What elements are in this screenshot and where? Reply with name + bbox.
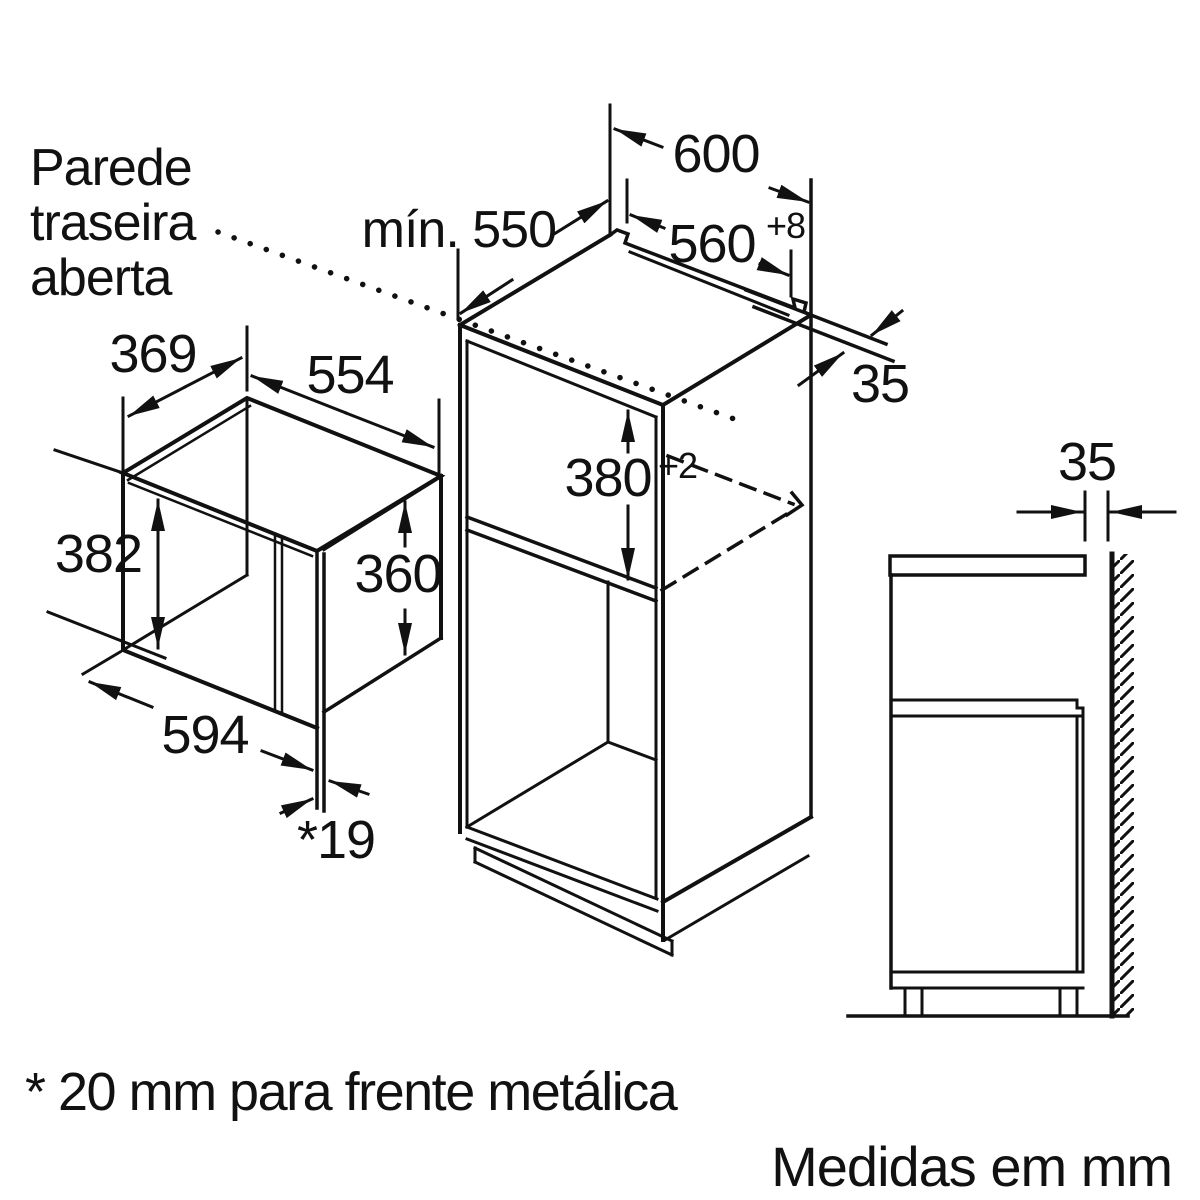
back-wall-leader-line bbox=[215, 229, 740, 423]
dim-front-height: 382 bbox=[55, 524, 142, 584]
dim-cabinet-width: 600 bbox=[672, 124, 759, 184]
dim-niche-width-tolerance: +8 bbox=[766, 205, 805, 246]
side-view-dimensions bbox=[1016, 490, 1177, 542]
label-back-wall-line-1: Parede bbox=[30, 139, 192, 197]
dim-front-width: 594 bbox=[161, 705, 248, 765]
microwave-dimensions bbox=[46, 325, 441, 819]
dim-door-thickness: *19 bbox=[297, 810, 375, 870]
label-back-wall-line-2: traseira bbox=[30, 194, 196, 252]
dim-appliance-depth: 369 bbox=[109, 324, 196, 384]
dim-body-height: 360 bbox=[354, 544, 441, 604]
dim-niche-height: 380 bbox=[564, 448, 651, 508]
dim-wall-gap-side: 35 bbox=[1058, 432, 1116, 492]
microwave-drawing bbox=[118, 395, 446, 813]
dim-niche-height-tolerance: +2 bbox=[658, 445, 697, 486]
dim-wall-gap-iso: 35 bbox=[851, 354, 909, 414]
cabinet-dimensions bbox=[456, 103, 905, 581]
wall-hatch bbox=[1113, 554, 1134, 1016]
units-note: Medidas em mm bbox=[771, 1135, 1172, 1198]
dim-niche-width: 560 bbox=[668, 214, 755, 274]
dim-min-depth: mín. 550 bbox=[362, 201, 556, 259]
footnote-metal-front: * 20 mm para frente metálica bbox=[25, 1062, 679, 1122]
side-view-drawing bbox=[846, 551, 1130, 1019]
dim-body-width: 554 bbox=[306, 345, 393, 405]
label-back-wall-line-3: aberta bbox=[30, 249, 173, 307]
